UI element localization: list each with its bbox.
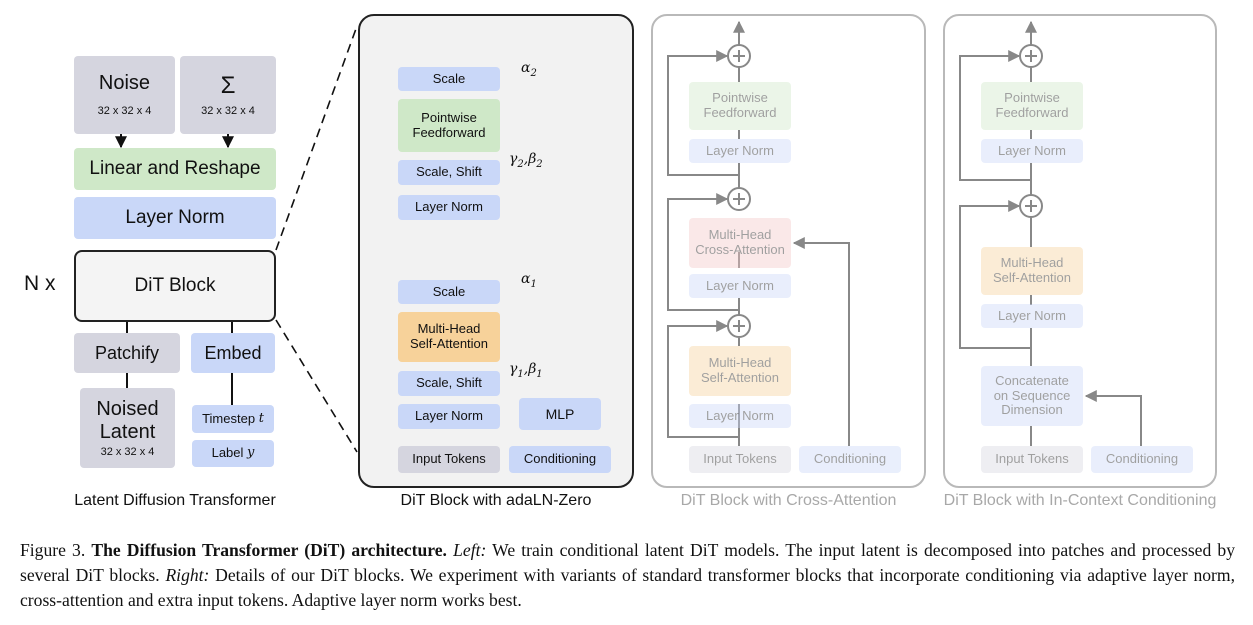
adaln-layer-norm-bottom: Layer Norm: [398, 404, 500, 429]
gamma2-sub: 2: [517, 158, 524, 170]
cross-attn-panel: [651, 14, 926, 488]
noise-dims: 32 x 32 x 4: [97, 105, 152, 118]
adaln-mhsa: Multi-Head Self-Attention: [398, 312, 500, 362]
adaln-scale-shift-bottom: Scale, Shift: [398, 371, 500, 396]
incontext-concat: Concatenate on Sequence Dimension: [981, 366, 1083, 426]
caption-left-text: We train conditional latent DiT models. …: [20, 540, 1235, 585]
noise-label: Noise: [98, 72, 151, 95]
alpha2-label: α2: [521, 60, 537, 79]
noised-latent-line1: Noised: [96, 397, 159, 420]
beta1-symbol: ,β: [523, 361, 537, 377]
sigma-label: Σ: [220, 71, 236, 99]
caption-prefix: Figure 3.: [20, 540, 92, 560]
cross-layer-norm-2: Layer Norm: [689, 274, 791, 298]
caption-right-text: Details of our DiT blocks. We experiment…: [20, 565, 1235, 610]
noised-latent-box: Noised Latent 32 x 32 x 4: [80, 388, 175, 468]
caption-title: The Diffusion Transformer (DiT) architec…: [91, 540, 447, 560]
class-label-var: y: [247, 445, 255, 461]
gamma2-symbol: γ: [509, 151, 518, 167]
alpha2-symbol: α: [521, 60, 531, 76]
layer-norm-box: Layer Norm: [74, 197, 276, 239]
adaln-pointwise-ff: Pointwise Feedforward: [398, 99, 500, 152]
noise-box: Noise 32 x 32 x 4: [74, 56, 175, 134]
cross-conditioning: Conditioning: [799, 446, 901, 473]
alpha1-sub: 1: [530, 278, 537, 290]
beta1-sub: 1: [536, 368, 543, 380]
class-label-box: Label y: [192, 440, 274, 467]
adaln-input-tokens: Input Tokens: [398, 446, 500, 473]
timestep-var: t: [258, 410, 264, 426]
sigma-dims: 32 x 32 x 4: [201, 105, 255, 118]
adaln-scale-shift-top: Scale, Shift: [398, 160, 500, 185]
sigma-box: Σ 32 x 32 x 4: [180, 56, 276, 134]
noised-latent-line2: Latent: [99, 420, 156, 443]
incontext-layer-norm-2: Layer Norm: [981, 304, 1083, 328]
incontext-panel: [943, 14, 1217, 488]
patchify-box: Patchify: [74, 333, 180, 373]
embed-box: Embed: [191, 333, 275, 373]
figure-caption: Figure 3. The Diffusion Transformer (DiT…: [20, 538, 1235, 613]
adaln-scale-top: Scale: [398, 67, 500, 91]
gamma1-sub: 1: [517, 368, 524, 380]
class-label-label: Label: [211, 445, 244, 461]
gamma1-beta1-label: γ1,β1: [509, 361, 543, 380]
alpha2-sub: 2: [530, 67, 537, 79]
cross-mhsa: Multi-Head Self-Attention: [689, 346, 791, 396]
alpha1-label: α1: [521, 271, 537, 290]
noised-latent-dims: 32 x 32 x 4: [100, 445, 155, 458]
beta2-sub: 2: [536, 158, 543, 170]
adaln-mlp: MLP: [519, 398, 601, 430]
gamma1-symbol: γ: [509, 361, 518, 377]
cross-caption: DiT Block with Cross-Attention: [680, 492, 897, 509]
gamma2-beta2-label: γ2,β2: [509, 151, 543, 170]
incontext-caption: DiT Block with In-Context Conditioning: [943, 492, 1217, 509]
cross-mhca: Multi-Head Cross-Attention: [689, 218, 791, 268]
adaln-caption: DiT Block with adaLN-Zero: [400, 492, 592, 509]
incontext-conditioning: Conditioning: [1091, 446, 1193, 473]
dit-block-box: DiT Block: [74, 250, 276, 322]
incontext-mhsa: Multi-Head Self-Attention: [981, 247, 1083, 295]
adaln-conditioning: Conditioning: [509, 446, 611, 473]
adaln-layer-norm-top: Layer Norm: [398, 195, 500, 220]
n-times-label: N x: [24, 272, 56, 295]
cross-pointwise-ff: Pointwise Feedforward: [689, 82, 791, 130]
linear-reshape-box: Linear and Reshape: [74, 148, 276, 190]
cross-layer-norm-1: Layer Norm: [689, 139, 791, 163]
cross-layer-norm-3: Layer Norm: [689, 404, 791, 428]
adaln-scale-mid: Scale: [398, 280, 500, 304]
incontext-pointwise-ff: Pointwise Feedforward: [981, 82, 1083, 130]
left-column-caption: Latent Diffusion Transformer: [74, 492, 276, 509]
cross-input-tokens: Input Tokens: [689, 446, 791, 473]
timestep-label: Timestep: [202, 410, 256, 426]
caption-right-tag: Right:: [165, 565, 210, 585]
beta2-symbol: ,β: [523, 151, 537, 167]
timestep-box: Timestep t: [192, 405, 274, 433]
incontext-layer-norm-1: Layer Norm: [981, 139, 1083, 163]
incontext-input-tokens: Input Tokens: [981, 446, 1083, 473]
alpha1-symbol: α: [521, 271, 531, 287]
caption-left-tag: Left:: [453, 540, 487, 560]
